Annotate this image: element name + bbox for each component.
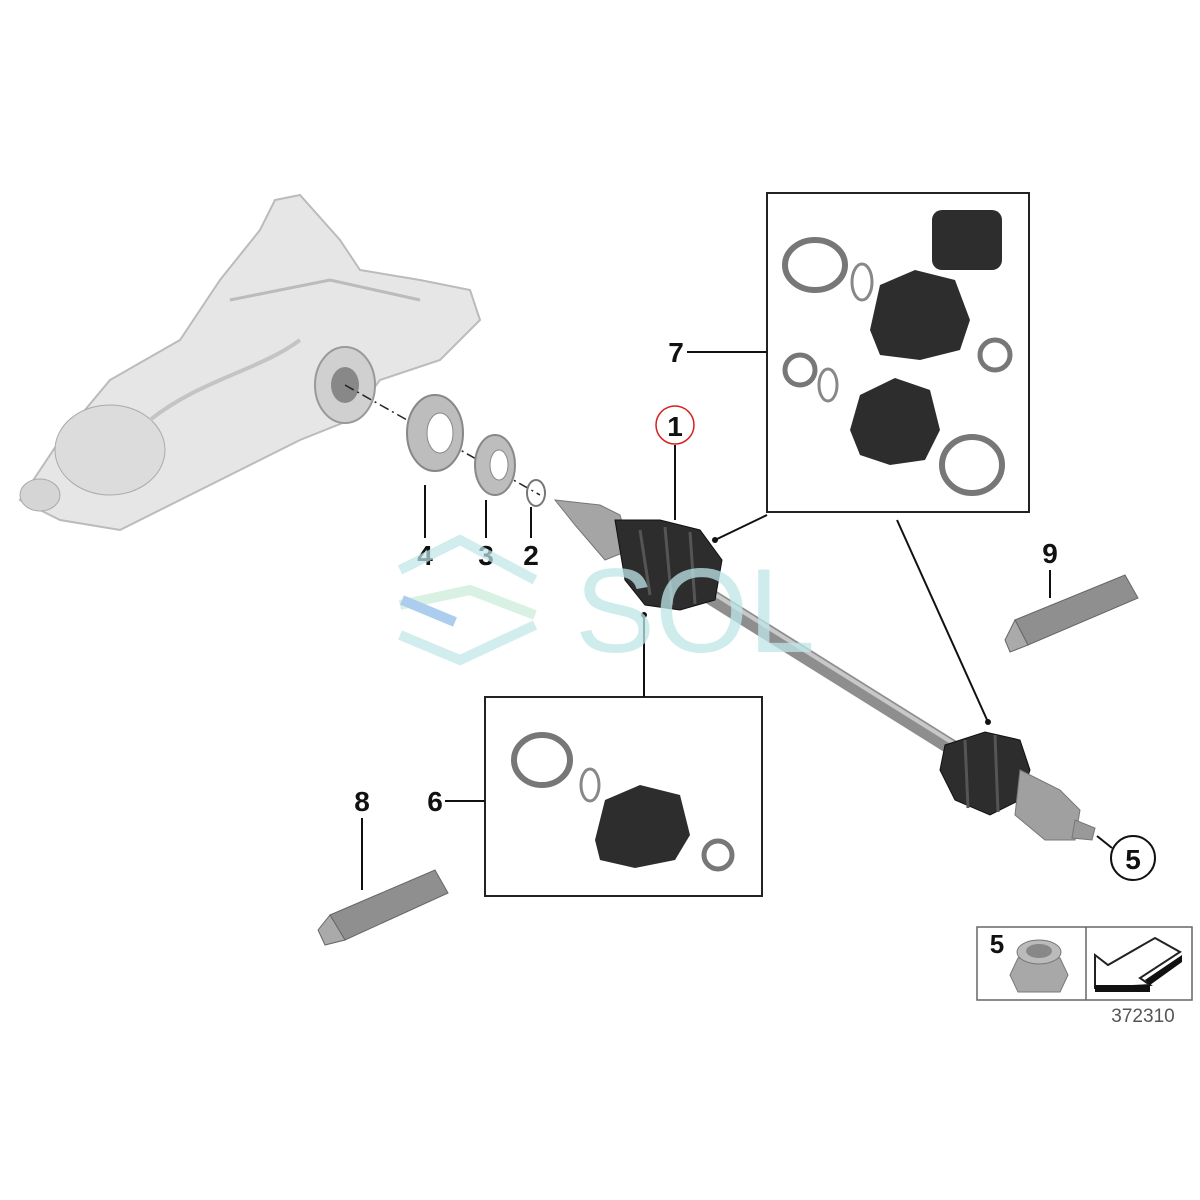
watermark-logo: [397, 534, 538, 666]
boot-kit-7-parts: [782, 210, 1013, 496]
washer-4: [406, 394, 464, 472]
drive-shaft: [553, 499, 1096, 841]
diagram-code: 372310: [1111, 1006, 1174, 1027]
callout-1-highlight-circle: [655, 405, 695, 445]
callout-5[interactable]: 5: [1125, 844, 1141, 875]
callout-1[interactable]: 1: [667, 411, 683, 442]
legend-part-number: 5: [990, 929, 1004, 959]
watermark-text: SOL: [575, 544, 815, 678]
callout-6[interactable]: 6: [427, 786, 443, 817]
grease-tube-9: [1004, 574, 1139, 653]
arrow-direction-icon: [1094, 936, 1182, 992]
callout-8[interactable]: 8: [354, 786, 370, 817]
callout-7[interactable]: 7: [668, 337, 684, 368]
grease-tube-8: [317, 869, 449, 946]
callout-2[interactable]: 2: [523, 540, 539, 571]
washer-3: [474, 434, 516, 496]
legend-box: [976, 926, 1193, 1001]
hex-nut-icon: [1009, 939, 1069, 993]
callout-9[interactable]: 9: [1042, 538, 1058, 569]
circlip-2: [526, 479, 546, 507]
boot-kit-6-parts: [511, 732, 735, 872]
rear-differential-housing: [18, 193, 482, 532]
